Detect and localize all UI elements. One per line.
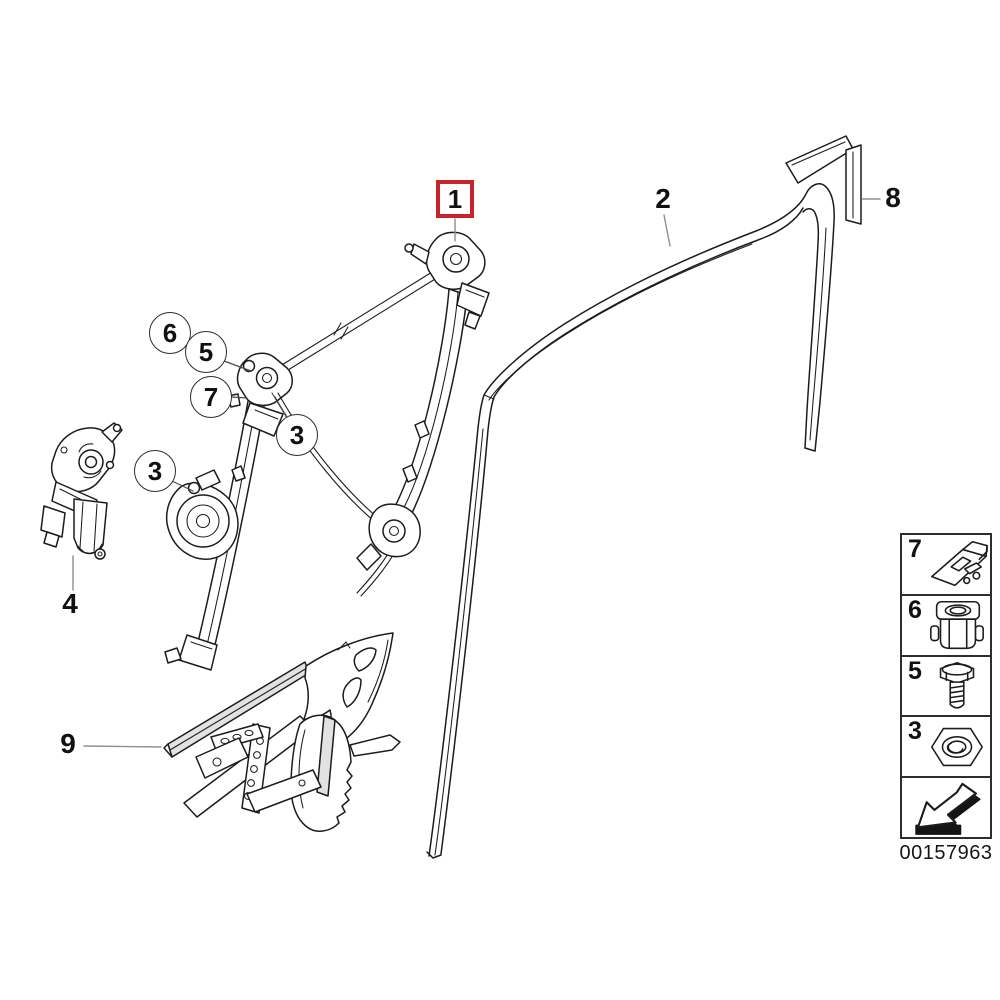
callout-6-circle[interactable]: 6: [149, 312, 191, 354]
callout-9-label[interactable]: 9: [60, 728, 76, 759]
callout-3-circle-upper[interactable]: 3: [276, 414, 318, 456]
corner-trim-drawing: [785, 135, 862, 225]
legend-row-nut: 3: [902, 717, 990, 779]
legend-label-7: 7: [908, 535, 922, 563]
hex-bolt-icon: [939, 661, 975, 709]
legend-label-5: 5: [908, 656, 922, 685]
callout-8-label[interactable]: 8: [885, 182, 901, 213]
door-bracket-drawing: [163, 632, 401, 832]
legend-label-3: 3: [908, 717, 922, 746]
legend-row-cage-nut: 6: [902, 596, 990, 657]
legend-label-6: 6: [908, 595, 922, 624]
direction-arrow-icon: [915, 782, 981, 836]
callout-7-circle[interactable]: 7: [190, 376, 232, 418]
callout-5-circle[interactable]: 5: [185, 331, 227, 373]
callout-1-highlight-box[interactable]: 1: [436, 180, 474, 218]
window-motor-drawing: [40, 422, 123, 560]
sheet-metal-clip-icon: [931, 540, 988, 587]
callout-3-circle-lower[interactable]: 3: [134, 450, 176, 492]
fastener-legend-panel: 7 6 5: [900, 533, 992, 839]
glass-run-channel-drawing: [426, 183, 835, 859]
callout-2-label[interactable]: 2: [655, 183, 671, 214]
cage-nut-icon: [930, 600, 984, 649]
callout-4-label[interactable]: 4: [62, 588, 78, 619]
legend-row-direction: [902, 778, 990, 837]
window-regulator-drawing: [164, 231, 490, 671]
hex-nut-icon: [931, 728, 983, 767]
callout-leader-lines: [72, 198, 881, 748]
legend-row-bolt: 5: [902, 657, 990, 718]
legend-row-clip: 7: [902, 535, 990, 596]
diagram-document-number: 00157963: [899, 842, 993, 864]
